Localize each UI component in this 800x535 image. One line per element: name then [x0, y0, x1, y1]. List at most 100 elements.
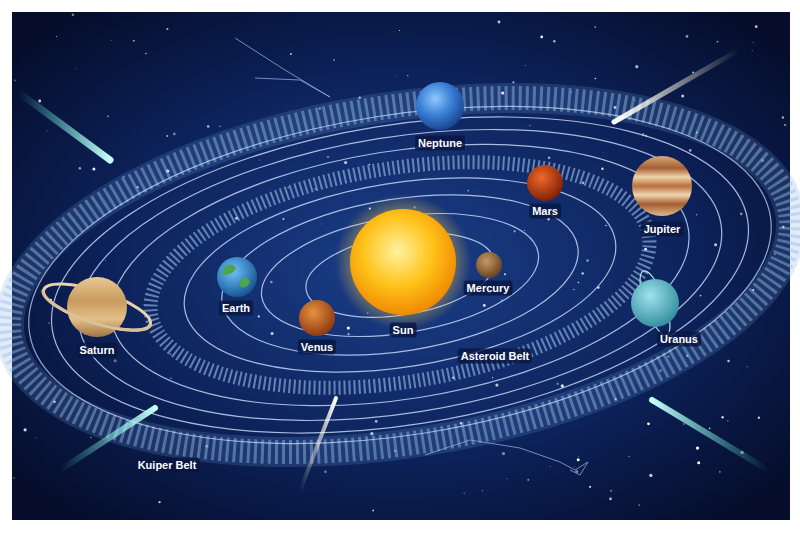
star [689, 149, 692, 152]
asteroid-belt-band [134, 130, 665, 420]
star [270, 281, 272, 283]
star [581, 182, 584, 185]
star [629, 456, 630, 457]
star [498, 21, 501, 24]
star [647, 422, 650, 425]
star [495, 384, 498, 387]
star [589, 486, 591, 488]
saturn-planet [39, 274, 155, 339]
star [582, 272, 584, 274]
star [38, 100, 41, 103]
star [548, 156, 551, 159]
star [133, 40, 135, 42]
orbits [0, 47, 800, 502]
star [46, 130, 47, 131]
star [219, 126, 220, 127]
star [259, 160, 260, 161]
star [288, 187, 289, 188]
star [92, 168, 95, 171]
planet-label: Sun [390, 323, 417, 338]
star [407, 75, 408, 76]
star [696, 446, 699, 449]
star [553, 40, 556, 43]
star [758, 416, 761, 419]
planet-label: Neptune [415, 136, 465, 151]
star [605, 225, 606, 226]
comets [18, 50, 768, 490]
planet-label: Asteroid Belt [458, 349, 532, 364]
star [79, 167, 81, 169]
star [483, 304, 486, 307]
star [14, 79, 16, 81]
star [525, 65, 526, 66]
star [686, 35, 689, 38]
planet-label: Saturn [77, 343, 118, 358]
star [752, 50, 753, 51]
star [524, 230, 525, 231]
star [492, 377, 493, 378]
planet-label: Jupiter [641, 222, 684, 237]
star [375, 420, 378, 423]
star [467, 190, 469, 192]
star [540, 36, 543, 39]
star [601, 168, 603, 170]
star [721, 416, 723, 418]
star [324, 470, 327, 473]
earth-planet [217, 257, 257, 297]
star [344, 161, 347, 164]
star [105, 260, 107, 262]
star [114, 359, 117, 362]
star [513, 230, 515, 232]
star [529, 125, 531, 127]
star [578, 455, 580, 457]
star [347, 333, 349, 335]
star [258, 315, 260, 317]
star [740, 213, 743, 216]
star [13, 477, 15, 479]
star [110, 39, 112, 41]
star [372, 509, 374, 511]
star [207, 125, 209, 127]
star [90, 437, 92, 439]
star [639, 505, 640, 506]
mercury-planet [476, 252, 502, 278]
mars-planet [527, 165, 563, 201]
star [502, 452, 505, 455]
star [158, 501, 160, 503]
star [577, 458, 580, 461]
star [784, 124, 786, 126]
star [717, 41, 719, 43]
star [609, 498, 612, 501]
star [271, 332, 274, 335]
star [320, 223, 322, 225]
star [697, 461, 700, 464]
star [333, 59, 334, 60]
star [347, 326, 350, 329]
planet-label: Kuiper Belt [135, 458, 200, 473]
star [683, 423, 684, 424]
star [170, 378, 172, 380]
star [170, 353, 171, 354]
star [649, 474, 652, 477]
star [527, 479, 529, 481]
star [76, 68, 77, 69]
star [145, 53, 147, 55]
planet-label: Uranus [657, 332, 701, 347]
star [594, 26, 596, 28]
star [753, 42, 754, 43]
star [504, 273, 506, 275]
star [714, 243, 717, 246]
star [602, 152, 604, 154]
star [709, 427, 711, 429]
venus-planet [299, 300, 335, 336]
star [290, 53, 292, 55]
star [573, 466, 575, 468]
star [396, 74, 398, 76]
star [512, 81, 514, 83]
star [557, 383, 559, 385]
planet-label: Earth [219, 301, 253, 316]
star [327, 156, 329, 158]
kuiper-belt-band [0, 47, 800, 502]
star [56, 36, 57, 37]
